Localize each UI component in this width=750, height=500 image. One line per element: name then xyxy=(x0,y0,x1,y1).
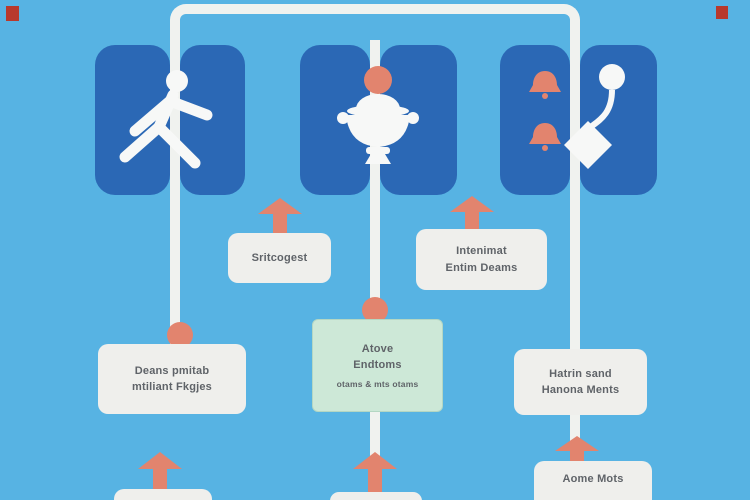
label-box-bottom-middle-partial xyxy=(330,492,422,500)
label-box-internal: Intenimat Entim Deams xyxy=(416,229,547,290)
label-box-bottom: Aome Mots xyxy=(534,461,652,500)
left-vertical-connector xyxy=(170,40,180,352)
label-box-health: Hatrin sand Hanona Ments xyxy=(514,349,647,415)
connector-dot-middle xyxy=(362,297,388,323)
top-connector-line xyxy=(170,4,580,48)
corner-mark-right xyxy=(716,6,728,19)
label-text: Atove xyxy=(361,342,394,355)
label-text: Hanona Ments xyxy=(541,384,620,396)
label-text: Intenimat xyxy=(456,245,507,257)
cooking-bowl-icon xyxy=(300,45,457,195)
label-text: Hatrin sand xyxy=(549,367,612,380)
label-box-patients: Deans pmitab mtiliant Fkgjes xyxy=(98,344,246,414)
connector-dot-left xyxy=(167,322,193,348)
corner-mark-left xyxy=(6,6,19,21)
exercise-person-icon xyxy=(95,45,245,195)
label-text: Sritcogest xyxy=(251,251,308,264)
node-exercise-right-panel xyxy=(180,45,245,195)
label-text: Endtoms xyxy=(353,359,402,372)
up-arrow-internal xyxy=(450,196,494,232)
label-text: otams & mts otams xyxy=(336,378,419,389)
node-medical-left-panel xyxy=(500,45,570,195)
label-box-bottom-left-partial xyxy=(114,489,212,500)
label-box-strategy: Sritcogest xyxy=(228,233,331,283)
right-vertical-connector xyxy=(570,40,580,464)
label-text: Deans pmitab xyxy=(134,364,210,377)
up-arrow-bottom-middle xyxy=(353,452,397,492)
label-text: Entim Deams xyxy=(445,261,518,274)
stethoscope-icon xyxy=(500,45,657,195)
up-arrow-strategy xyxy=(258,198,302,234)
label-text: mtiliant Fkgjes xyxy=(131,381,213,393)
middle-vertical-connector xyxy=(370,40,380,458)
label-box-active: Atove Endtoms otams & mts otams xyxy=(312,319,443,412)
up-arrow-bottom-left xyxy=(138,452,182,492)
label-text: Aome Mots xyxy=(562,473,624,485)
